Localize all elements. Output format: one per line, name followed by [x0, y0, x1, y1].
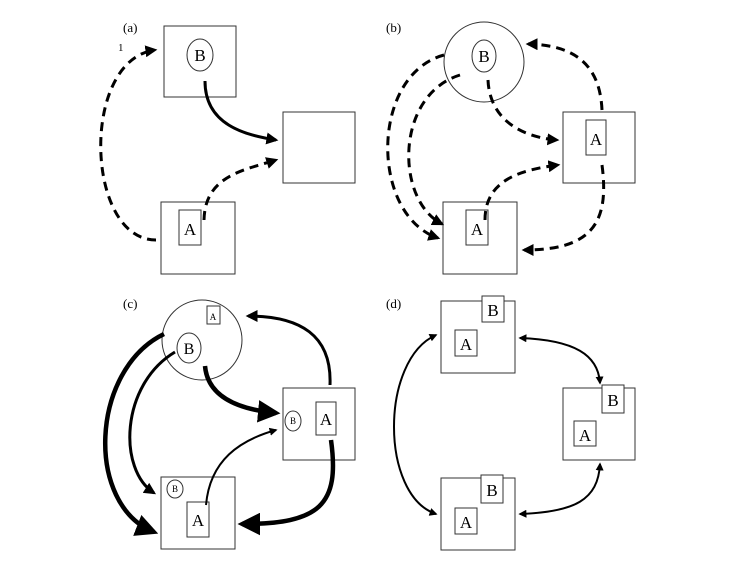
- panel-c-right-b-text: B: [290, 416, 296, 426]
- panel-c-bottom-b-text: B: [172, 484, 178, 494]
- panel-a-b-text: B: [194, 46, 205, 65]
- panel-c-arrow-right-to-bottom: [237, 439, 336, 536]
- panel-d-right-b-text: B: [607, 391, 618, 410]
- panel-a-a-text: A: [184, 220, 197, 239]
- panel-a-arrow-b-to-right: [203, 80, 279, 145]
- panel-b-arrow-circle-to-bottom-outer: [386, 53, 445, 241]
- panel-d-right-a-text: A: [579, 426, 592, 445]
- panel-d-bottom-box: [440, 477, 516, 551]
- panel-c-small-a-text: A: [210, 312, 217, 322]
- panel-b-right-a-text: A: [590, 130, 603, 149]
- panel-b-bottom-a-rect: [465, 209, 489, 246]
- panel-b-bottom-a-text: A: [471, 220, 484, 239]
- panel-d-bottom-a-text: A: [460, 513, 473, 532]
- panel-d-bottom-a-rect: [454, 507, 478, 535]
- panel-d-label: (d): [386, 296, 401, 311]
- panel-d-top-box: [440, 300, 516, 374]
- panel-c-arrow-circle-to-right: [202, 365, 281, 423]
- panel-a-a-rect: [178, 209, 202, 246]
- panel-b-label: (b): [386, 20, 401, 35]
- panel-d-right-b-rect: [601, 384, 625, 414]
- panel-d-arrow-top-bottom: [393, 333, 438, 516]
- panel-c-bottom-b-oval: [166, 479, 184, 499]
- panel-d-bottom-b-text: B: [486, 481, 497, 500]
- panel-b-right-a-rect: [585, 119, 607, 156]
- panel-c-label: (c): [123, 296, 137, 311]
- panel-c-b-oval: [176, 332, 202, 364]
- panel-c-right-a-rect: [315, 401, 337, 436]
- panel-d: (d) A B A B A B: [386, 295, 636, 551]
- panel-a: (a) 1 B A: [99, 20, 356, 275]
- panel-b-arrow-right-to-circle: [525, 38, 604, 111]
- panel-b-arrow-right-to-bottom: [521, 164, 606, 256]
- panel-d-bottom-b-rect: [480, 474, 504, 504]
- panel-d-right-a-rect: [573, 420, 597, 447]
- panel-a-b-circle: [186, 38, 214, 72]
- panel-a-stray-mark: 1: [118, 42, 124, 54]
- panel-c-bottom-a-rect: [186, 501, 210, 538]
- panel-b-b-text: B: [478, 47, 489, 66]
- panel-d-arrow-top-right: [518, 334, 604, 385]
- panel-d-top-a-text: A: [460, 335, 473, 354]
- panel-c: (c) A B B A B A: [103, 296, 356, 550]
- panel-b-arrow-bottom-to-right: [483, 160, 561, 221]
- panel-c-right-a-text: A: [320, 410, 333, 429]
- panel-c-arrow-right-to-circle: [245, 310, 332, 386]
- panel-c-bottom-a-text: A: [192, 511, 205, 530]
- panel-c-b-text: B: [184, 341, 195, 358]
- panel-d-top-a-rect: [454, 329, 478, 357]
- panel-c-big-circle: [161, 299, 243, 381]
- panel-c-arrow-circle-to-bottom-outer: [103, 331, 165, 536]
- panel-d-top-b-text: B: [487, 301, 498, 320]
- panel-d-arrow-bottom-right: [518, 462, 604, 518]
- panel-c-right-b-oval: [284, 410, 302, 432]
- panel-d-top-b-rect: [481, 295, 505, 323]
- panel-a-arrow-a-to-right: [202, 157, 279, 221]
- panel-a-label: (a): [123, 20, 137, 35]
- panel-b-b-circle: [471, 39, 497, 73]
- panel-b-arrow-circle-to-right: [486, 79, 560, 146]
- panel-a-arrow-bottom-to-top: [99, 45, 158, 242]
- panel-b-arrow-circle-to-bottom-inner: [407, 73, 461, 226]
- panel-c-arrow-bottom-to-right: [205, 427, 278, 506]
- panel-a-right-box: [282, 111, 356, 184]
- panel-c-arrow-circle-to-bottom-inner: [128, 350, 176, 495]
- panel-b: (b) B A A: [386, 20, 636, 275]
- panel-c-small-a-rect: [206, 305, 221, 325]
